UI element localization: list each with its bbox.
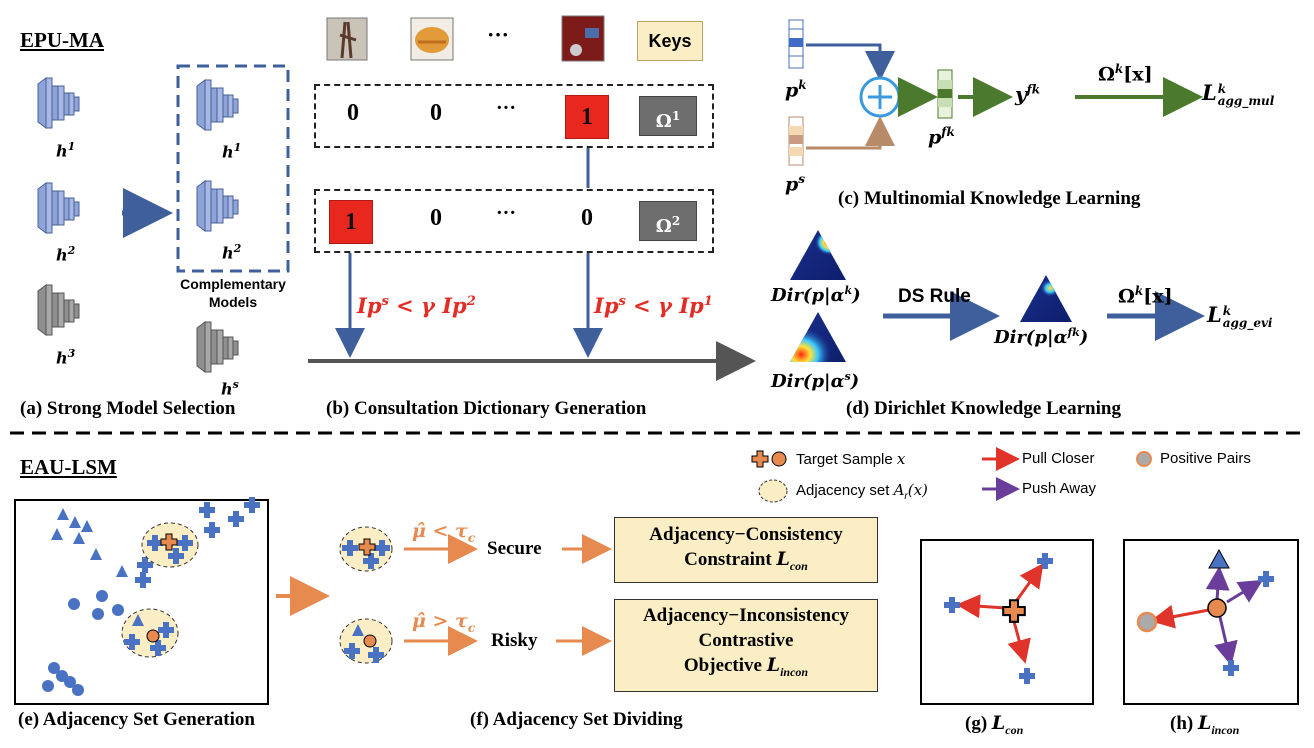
risky-condition: μ̂ > τc bbox=[412, 610, 476, 635]
comp-model-h1 bbox=[196, 79, 239, 131]
thumb-1 bbox=[326, 17, 368, 61]
panel-g-graphics bbox=[920, 539, 1094, 705]
ps-vector bbox=[788, 116, 804, 166]
eau-lsm-title: EAU-LSM bbox=[20, 455, 117, 479]
row2-cell-4: 0 bbox=[581, 205, 593, 231]
dictionary-row-1: 0 0 ··· 1 Ω1 bbox=[314, 84, 714, 148]
panel-e-graphics bbox=[14, 497, 330, 705]
caption-g: (g) Lcon bbox=[965, 712, 1024, 737]
panel-f-graphics bbox=[339, 526, 612, 664]
model-h1 bbox=[37, 77, 80, 129]
pk-vector bbox=[788, 19, 804, 69]
caption-c: (c) Multinomial Knowledge Learning bbox=[838, 188, 1141, 209]
comp-h1-label: h1 bbox=[222, 141, 242, 162]
caption-f: (f) Adjacency Set Dividing bbox=[470, 709, 683, 730]
condition-left: Ips < γ Ip2 bbox=[357, 293, 476, 318]
complementary-box bbox=[176, 64, 290, 273]
consistency-constraint-box: Adjacency−Consistency Constraint Lcon bbox=[614, 517, 878, 583]
caption-h: (h) Lincon bbox=[1170, 712, 1240, 737]
caption-e: (e) Adjacency Set Generation bbox=[18, 709, 255, 730]
model-h2-label: h2 bbox=[56, 244, 76, 265]
legend-push: Push Away bbox=[1022, 480, 1096, 497]
thumb-2 bbox=[410, 17, 454, 61]
model-h2 bbox=[37, 182, 80, 234]
row1-active-cell: 1 bbox=[565, 95, 609, 139]
comp-model-h2 bbox=[196, 180, 239, 232]
omega-1-key: Ω1 bbox=[639, 96, 697, 136]
ds-rule-label: DS Rule bbox=[898, 286, 971, 307]
pk-label: pk bbox=[785, 78, 807, 102]
legend-target: Target Sample x bbox=[796, 450, 906, 468]
secure-label: Secure bbox=[487, 538, 542, 559]
caption-d: (d) Dirichlet Knowledge Learning bbox=[846, 398, 1121, 419]
model-h3-label: h3 bbox=[56, 347, 76, 368]
panel-c-graphics bbox=[788, 19, 1203, 166]
pfk-vector bbox=[937, 69, 953, 119]
dir-fk-label: Dir(p|αfk) bbox=[994, 326, 1089, 348]
risky-label: Risky bbox=[491, 630, 538, 651]
omega-2-key: Ω2 bbox=[639, 201, 697, 241]
pfk-label: pfk bbox=[928, 125, 955, 149]
caption-a: (a) Strong Model Selection bbox=[20, 398, 236, 419]
keys-label: Keys bbox=[637, 21, 703, 61]
adjacency-set-icon bbox=[758, 479, 788, 503]
yfk-label: yfk bbox=[1015, 82, 1041, 106]
dir-s-label: Dir(p|αs) bbox=[771, 370, 860, 392]
condition-right: Ips < γ Ip1 bbox=[594, 293, 713, 318]
model-h1-label: h1 bbox=[56, 140, 76, 161]
row1-cell-2: 0 bbox=[430, 100, 442, 126]
target-plus-icon bbox=[751, 450, 769, 468]
dictionary-row-2: 1 0 ··· 0 Ω2 bbox=[314, 189, 714, 253]
panel-d-graphics bbox=[790, 230, 1205, 362]
panel-h-graphics bbox=[1123, 539, 1299, 705]
row1-ellipsis: ··· bbox=[495, 97, 516, 119]
panel-b-graphics bbox=[308, 15, 756, 381]
legend-pull: Pull Closer bbox=[1022, 450, 1095, 467]
ps-label: ps bbox=[785, 172, 806, 196]
comp-h2-label: h2 bbox=[222, 242, 242, 263]
caption-b: (b) Consultation Dictionary Generation bbox=[326, 398, 647, 419]
complementary-models-label: Complementary Models bbox=[180, 276, 286, 310]
panel-a-graphics bbox=[37, 64, 290, 373]
inconsistency-objective-box: Adjacency−Inconsistency Contrastive Obje… bbox=[614, 599, 878, 692]
dir-k-label: Dir(p|αk) bbox=[771, 284, 861, 306]
omega-x-label-c: Ωk[x] bbox=[1098, 62, 1153, 86]
thumb-3 bbox=[561, 15, 605, 62]
positive-pair-icon bbox=[1136, 451, 1152, 467]
row2-active-cell: 1 bbox=[329, 200, 373, 244]
thumb-ellipsis: ··· bbox=[487, 22, 510, 47]
target-circle-icon bbox=[771, 451, 787, 467]
model-h3 bbox=[37, 284, 80, 336]
legend-positive: Positive Pairs bbox=[1160, 450, 1251, 467]
secure-condition: μ̂ < τc bbox=[412, 520, 476, 545]
row2-cell-2: 0 bbox=[430, 205, 442, 231]
student-model-hs bbox=[196, 321, 239, 373]
legend-markers bbox=[751, 447, 1152, 503]
student-hs-label: hs bbox=[221, 378, 239, 399]
epu-ma-title: EPU-MA bbox=[20, 28, 104, 52]
legend-adjacency: Adjacency set Ar(x) bbox=[796, 481, 928, 502]
row1-cell-1: 0 bbox=[347, 100, 359, 126]
omega-x-label-d: Ωk[x] bbox=[1118, 284, 1173, 308]
row2-ellipsis: ··· bbox=[495, 202, 516, 224]
